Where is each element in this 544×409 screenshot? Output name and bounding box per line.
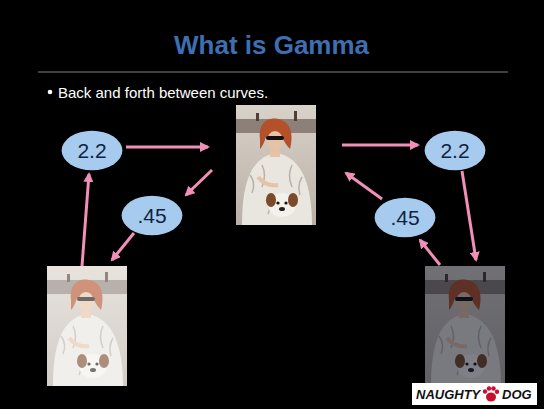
photo-center [236,105,316,225]
gamma-value: .45 [390,206,419,230]
gamma-ellipse: 2.2 [424,130,486,171]
bullet-dot [48,90,53,95]
logo-text: NAUGHTY [416,387,480,402]
slide-title: What is Gamma [174,30,369,61]
title-rule [38,72,508,73]
photo-left [47,266,127,386]
paw-logo [482,385,500,403]
bullet-text: Back and forth between curves. [58,84,268,101]
photo-right [425,266,505,386]
gamma-ellipse: .45 [374,197,436,238]
gamma-ellipse: .45 [121,195,183,236]
gamma-value: .45 [137,204,166,228]
gamma-value: 2.2 [440,139,469,163]
logo-text: DOG [502,387,532,402]
gamma-ellipse: 2.2 [61,130,123,171]
flow-arrows [82,145,476,266]
gamma-value: 2.2 [77,139,106,163]
